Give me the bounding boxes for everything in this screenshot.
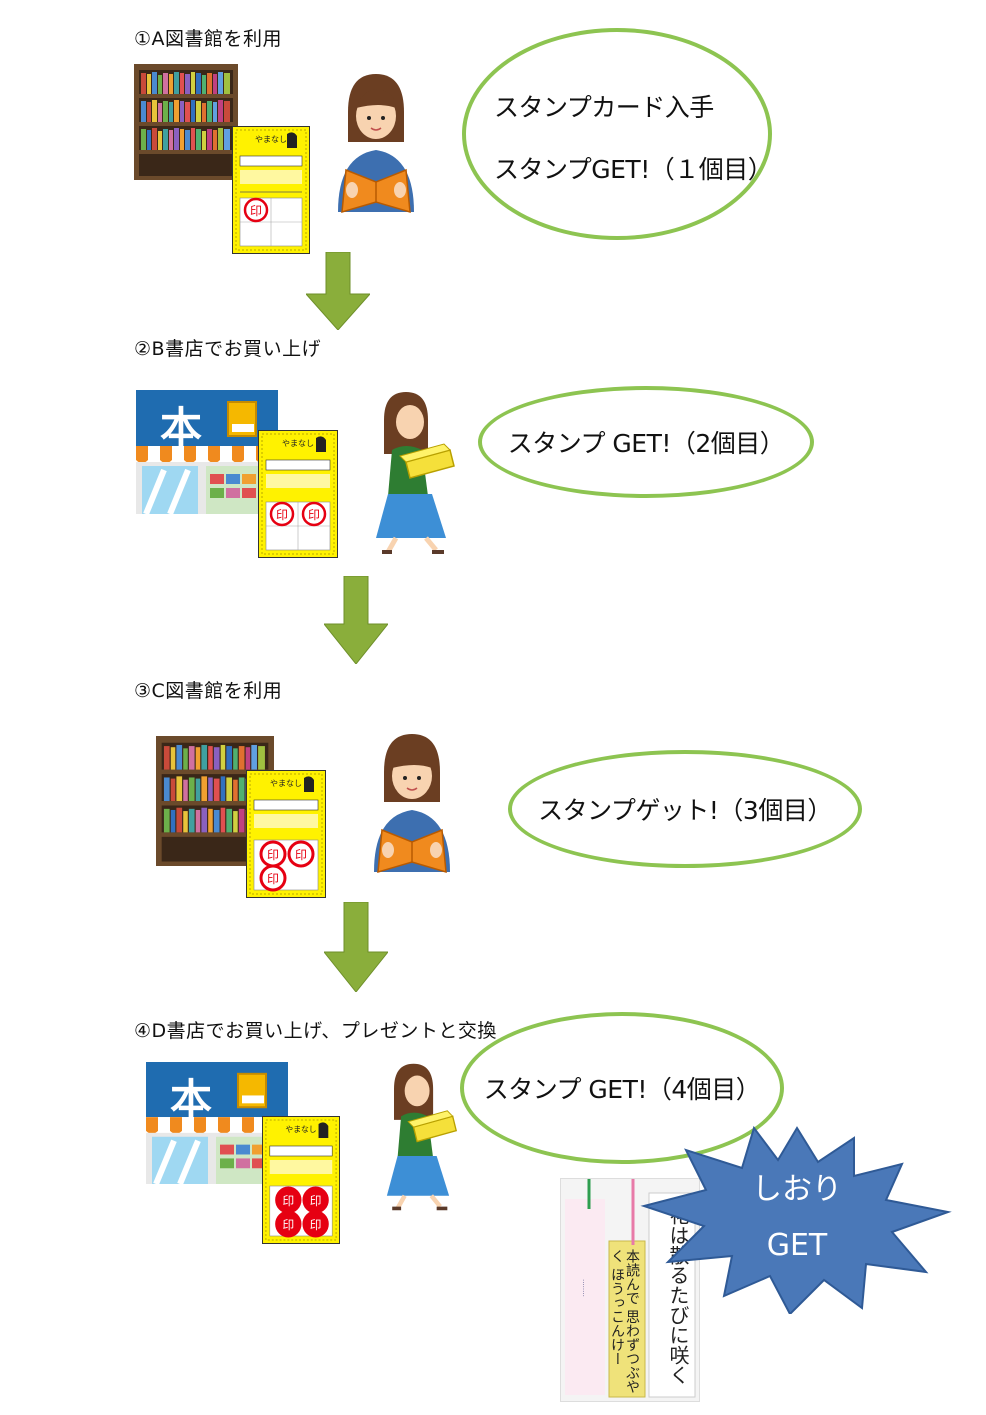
store-sign: 本 bbox=[160, 394, 202, 455]
svg-text:印: 印 bbox=[267, 848, 279, 862]
svg-text:やまなし: やまなし bbox=[270, 779, 302, 788]
step-1-title: ①A図書館を利用 bbox=[134, 24, 282, 51]
svg-text:印: 印 bbox=[308, 508, 320, 522]
svg-text:やまなし: やまなし bbox=[255, 135, 287, 144]
bubble-3-line-1: スタンプゲット!（3個目） bbox=[512, 791, 858, 827]
bookmark-center-text: 本読んで 思わずつぶやく ほうっこんけー bbox=[615, 1249, 639, 1401]
svg-text:········: ········ bbox=[579, 1279, 587, 1297]
speech-bubble-3: スタンプゲット!（3個目） bbox=[508, 750, 862, 868]
reward-burst: しおり GET bbox=[640, 1124, 954, 1314]
woman-carrying-box-icon bbox=[366, 390, 456, 556]
down-arrow-icon bbox=[306, 252, 370, 330]
step-3-title: ③C図書館を利用 bbox=[134, 676, 282, 703]
svg-text:印: 印 bbox=[267, 872, 279, 886]
woman-reading-icon bbox=[330, 72, 422, 217]
woman-reading-icon bbox=[366, 732, 458, 877]
stamp-card-2: やまなし 印 印 bbox=[258, 430, 338, 558]
bubble-1-line-2: スタンプGET!（１個目） bbox=[494, 150, 772, 186]
step-2-title: ②B書店でお買い上げ bbox=[134, 334, 321, 361]
speech-bubble-2: スタンプ GET!（2個目） bbox=[478, 386, 814, 498]
down-arrow-icon bbox=[324, 576, 388, 664]
woman-carrying-box-icon bbox=[378, 1062, 458, 1212]
down-arrow-icon bbox=[324, 902, 388, 992]
svg-text:印: 印 bbox=[310, 1218, 322, 1232]
bookshelf-icon bbox=[134, 64, 238, 180]
svg-text:印: 印 bbox=[295, 848, 307, 862]
svg-text:印: 印 bbox=[310, 1194, 322, 1208]
bubble-4-line-1: スタンプ GET!（4個目） bbox=[464, 1070, 780, 1106]
stamp-card-4: やまなし 印 印 印 印 bbox=[262, 1116, 340, 1244]
svg-text:やまなし: やまなし bbox=[282, 439, 314, 448]
svg-text:やまなし: やまなし bbox=[285, 1125, 316, 1134]
reward-line-2: GET bbox=[640, 1218, 954, 1274]
speech-bubble-1: スタンプカード入手 スタンプGET!（１個目） bbox=[462, 28, 772, 240]
bubble-2-line-1: スタンプ GET!（2個目） bbox=[482, 424, 810, 460]
store-sign: 本 bbox=[170, 1066, 212, 1127]
stamp-card-1: やまなし 印 bbox=[232, 126, 310, 254]
stamp-mark: 印 bbox=[250, 204, 262, 218]
bookstore-icon: 本 bbox=[136, 390, 278, 514]
reward-line-1: しおり bbox=[640, 1162, 954, 1218]
svg-text:印: 印 bbox=[282, 1194, 294, 1208]
svg-text:印: 印 bbox=[282, 1218, 294, 1232]
stamp-card-3: やまなし 印 印 印 bbox=[246, 770, 326, 898]
step-4-title: ④D書店でお買い上げ、プレゼントと交換 bbox=[134, 1016, 497, 1043]
bubble-1-line-1: スタンプカード入手 bbox=[494, 88, 714, 124]
svg-text:印: 印 bbox=[276, 508, 288, 522]
